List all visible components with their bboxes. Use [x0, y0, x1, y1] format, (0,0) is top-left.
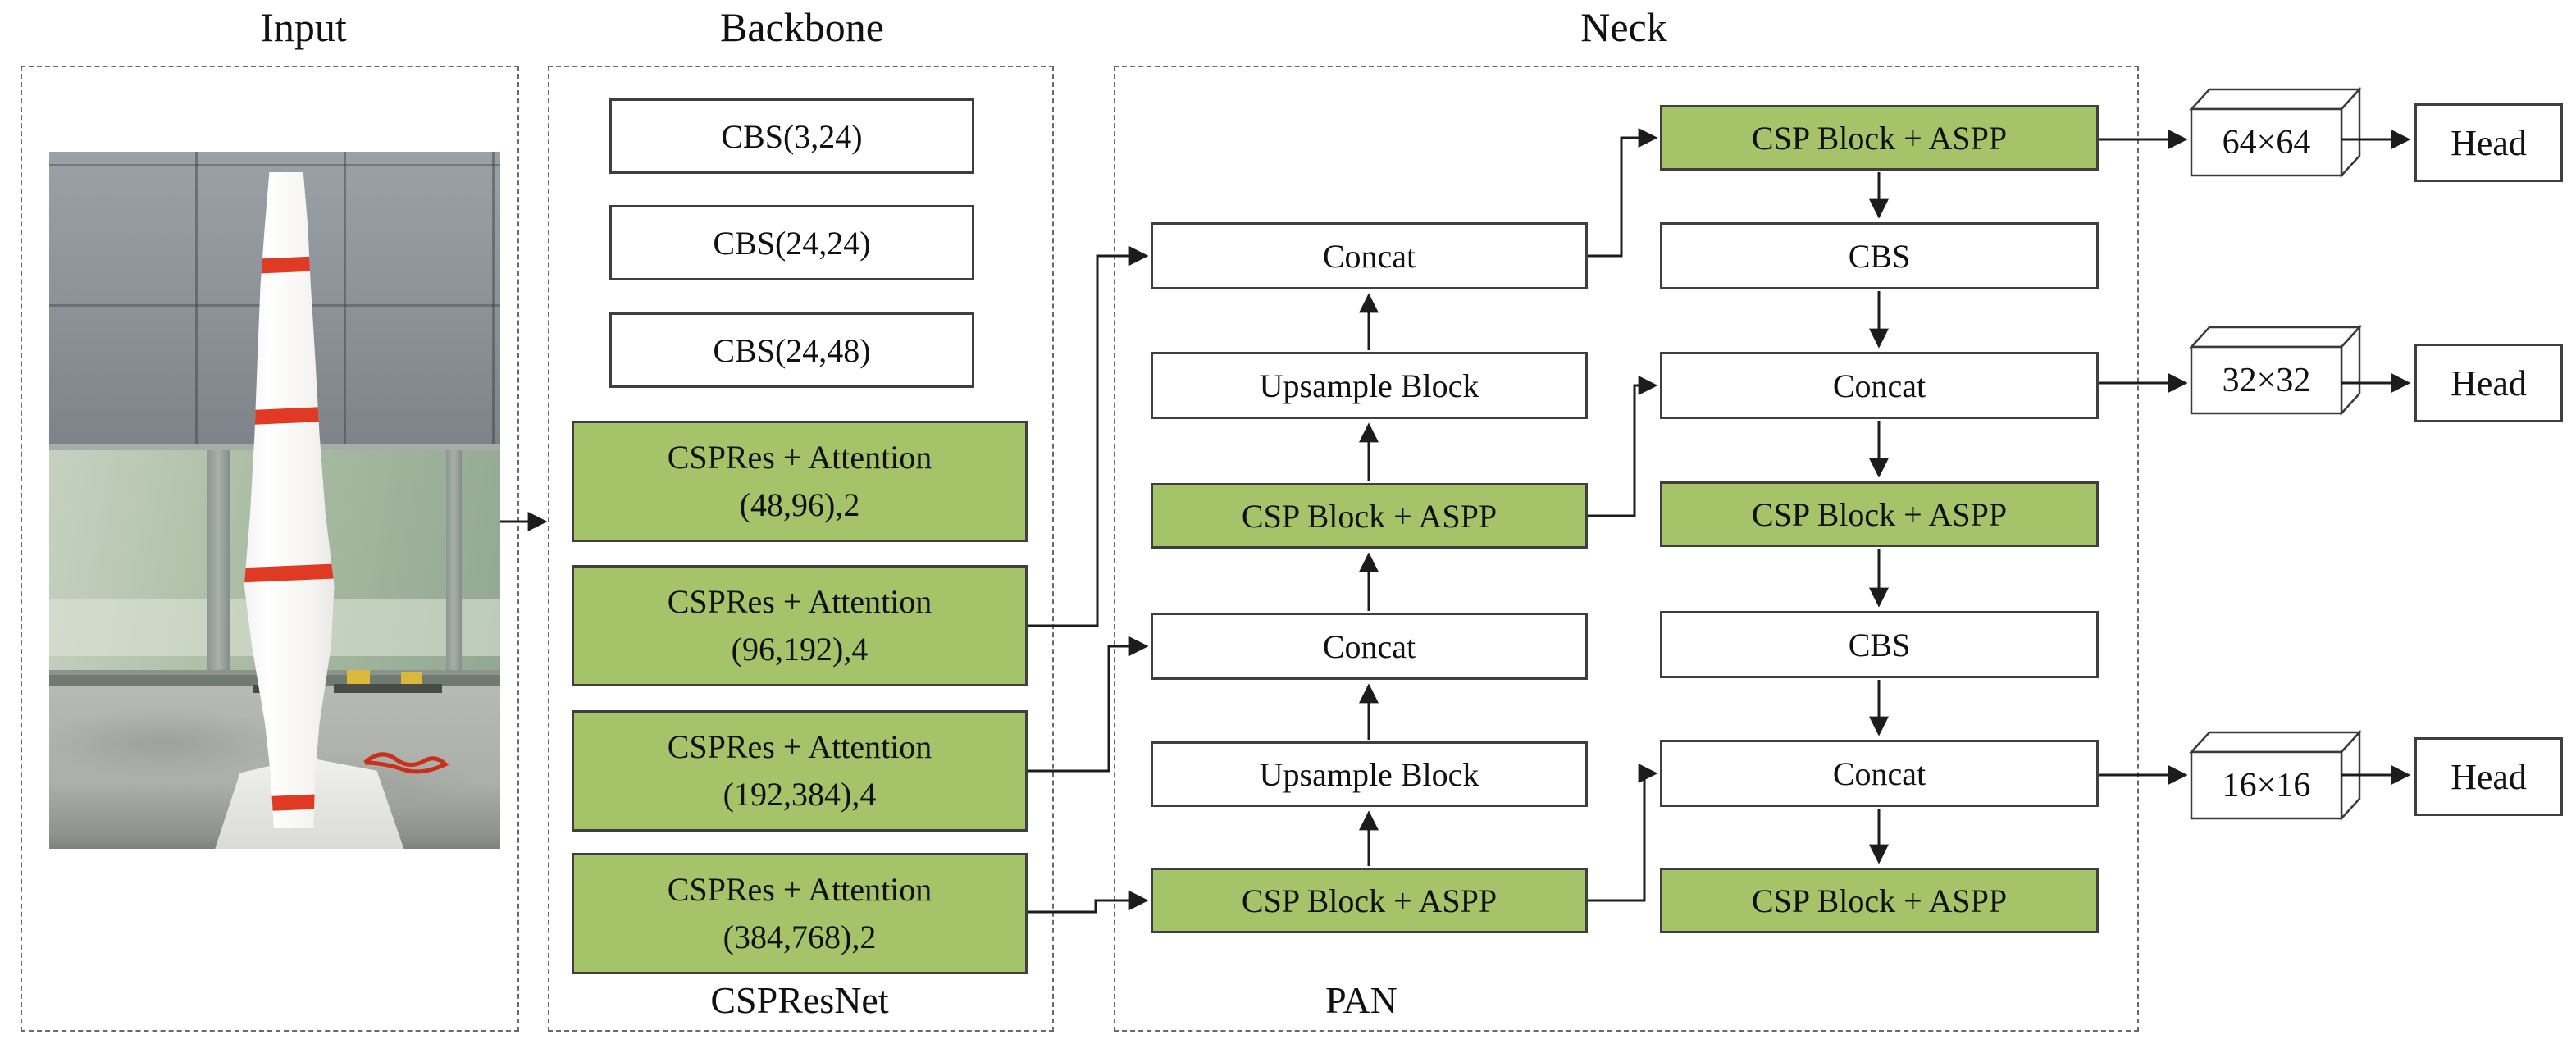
blade-photo [49, 152, 500, 849]
photo-equipment [333, 683, 442, 694]
feature-map-16-label: 16×16 [2222, 766, 2311, 805]
neck-right-csp-aspp-2: CSP Block + ASPP [1660, 481, 2099, 547]
backbone-sublabel: CSPResNet [710, 979, 889, 1021]
photo-window-mullion [207, 450, 230, 670]
head-1: Head [2414, 103, 2563, 182]
backbone-block-cspres-192-384: CSPRes + Attention (192,384),4 [572, 710, 1028, 832]
neck-left-csp-aspp-top: CSP Block + ASPP [1151, 483, 1588, 549]
neck-left-csp-aspp-bottom: CSP Block + ASPP [1151, 868, 1588, 933]
neck-right-cbs-2: CBS [1660, 611, 2099, 678]
photo-equipment [401, 672, 422, 685]
backbone-block-cbs-3-24: CBS(3,24) [609, 98, 974, 174]
neck-right-csp-aspp-3: CSP Block + ASPP [1660, 868, 2099, 933]
backbone-block-cspres-384-768: CSPRes + Attention (384,768),2 [572, 853, 1028, 974]
neck-left-concat-bottom: Concat [1151, 613, 1588, 680]
head-3: Head [2414, 737, 2563, 816]
feature-map-32-label: 32×32 [2222, 361, 2311, 399]
neck-left-concat-top: Concat [1151, 222, 1588, 289]
neck-left-upsample-bottom: Upsample Block [1151, 741, 1588, 807]
head-2: Head [2414, 344, 2563, 422]
neck-right-csp-aspp-1: CSP Block + ASPP [1660, 105, 2099, 171]
backbone-block-cbs-24-48: CBS(24,48) [609, 312, 974, 388]
neck-right-cbs-1: CBS [1660, 222, 2099, 289]
feature-map-64-label: 64×64 [2222, 123, 2311, 162]
input-container [21, 66, 519, 1032]
backbone-section-label: Backbone [720, 4, 884, 50]
backbone-block-cspres-96-192: CSPRes + Attention (96,192),4 [572, 565, 1028, 686]
backbone-block-cspres-48-96: CSPRes + Attention (48,96),2 [572, 421, 1028, 542]
input-section-label: Input [260, 4, 347, 50]
neck-right-concat-2: Concat [1660, 740, 2099, 807]
neck-left-upsample-top: Upsample Block [1151, 352, 1588, 419]
photo-window-mullion [446, 450, 463, 670]
photo-equipment [347, 670, 370, 685]
neck-sublabel: PAN [1325, 979, 1397, 1021]
neck-section-label: Neck [1580, 4, 1667, 50]
neck-right-concat-1: Concat [1660, 352, 2099, 419]
backbone-block-cbs-24-24: CBS(24,24) [609, 205, 974, 280]
